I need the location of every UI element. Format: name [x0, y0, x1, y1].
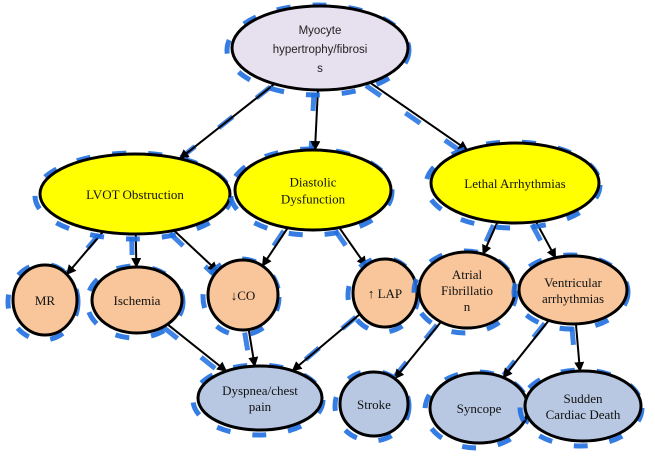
node-label: MR [35, 293, 56, 308]
arrow-myocyte-to-lvot [178, 83, 276, 160]
node-label: ↑ LAP [368, 286, 402, 301]
node-label: pain [249, 399, 272, 414]
node-label: Cardiac Death [546, 407, 621, 422]
arrow-va-to-scd [574, 323, 585, 373]
arrow-va-to-syncope [502, 319, 550, 379]
node-co: ↓CO [200, 256, 282, 338]
edge-shadow [476, 224, 496, 259]
node-ellipse [523, 369, 643, 443]
node-label: n [464, 299, 471, 314]
arrow-myocyte-to-diastolic [310, 89, 321, 152]
edge-shadow [256, 229, 286, 271]
edge-shadow [364, 83, 465, 156]
edge-shadow [569, 326, 579, 375]
node-label: Atrial [452, 267, 483, 282]
node-label: Syncope [457, 401, 502, 416]
edges [60, 81, 585, 384]
edge-shadow [168, 231, 216, 276]
edge-shadow [60, 233, 101, 279]
node-ellipse [196, 364, 324, 432]
arrow-lvot-to-co [173, 229, 219, 272]
node-label: Dysfunction [281, 192, 346, 207]
node-syncope: Syncope [422, 369, 532, 451]
edge-shadow [333, 229, 364, 271]
node-ellipse [338, 370, 410, 438]
edge-shadow [161, 325, 224, 377]
arrow-lvot-to-mr [66, 231, 104, 276]
edge-shadow [497, 321, 547, 383]
edge-shadow [242, 332, 254, 370]
edge-shadow [308, 92, 317, 154]
node-label: Lethal Arrhythmias [464, 176, 565, 191]
node-ellipse [38, 152, 232, 236]
node-ellipse [233, 148, 393, 232]
node-label: Dyspnea/chest [222, 383, 298, 398]
arrow-ischemia-to-dyspnea [166, 323, 228, 372]
edge-shadow [529, 223, 554, 263]
arrow-co-to-dyspnea [247, 329, 259, 368]
edge-shadow [129, 236, 135, 271]
node-ellipse [230, 4, 410, 92]
node-label: Ischemia [114, 293, 161, 308]
node-label: arrhythmias [542, 291, 604, 306]
arrow-myocyte-to-lethal [369, 81, 469, 151]
node-label: Stroke [357, 397, 391, 412]
node-ellipse [351, 257, 419, 329]
node-lethal: Lethal Arrhythmias [423, 139, 603, 231]
arrow-af-to-stroke [393, 321, 442, 380]
node-label: hypertrophy/fibrosi [273, 44, 368, 56]
node-ischemia: Ischemia [84, 263, 186, 341]
node-lvot: LVOT Obstruction [32, 150, 234, 242]
node-lap: ↑ LAP [345, 255, 421, 335]
arrow-lethal-to-af [482, 221, 499, 256]
node-label: Diastolic [290, 175, 337, 190]
arrow-diastolic-to-co [261, 227, 289, 267]
node-label: Fibrillatio [441, 283, 493, 298]
node-label: Sudden [564, 391, 604, 406]
node-label: LVOT Obstruction [86, 187, 184, 202]
node-ellipse [429, 141, 601, 225]
node-label: s [317, 63, 323, 75]
arrow-lap-to-dyspnea [291, 313, 361, 372]
node-label: Ventricular [544, 275, 602, 290]
arrow-diastolic-to-lap [338, 227, 367, 267]
node-stroke: Stroke [332, 368, 412, 444]
node-ellipse [206, 258, 280, 332]
node-ellipse [11, 263, 79, 337]
node-label: ↓CO [231, 288, 256, 303]
edge-shadow [388, 323, 439, 384]
node-myocyte: Myocyte hypertrophy/fibrosi s [224, 2, 412, 98]
node-ellipse [517, 254, 629, 326]
node-ellipse [90, 265, 184, 335]
node-label: Myocyte [299, 25, 342, 37]
node-mr: MR [5, 261, 81, 343]
